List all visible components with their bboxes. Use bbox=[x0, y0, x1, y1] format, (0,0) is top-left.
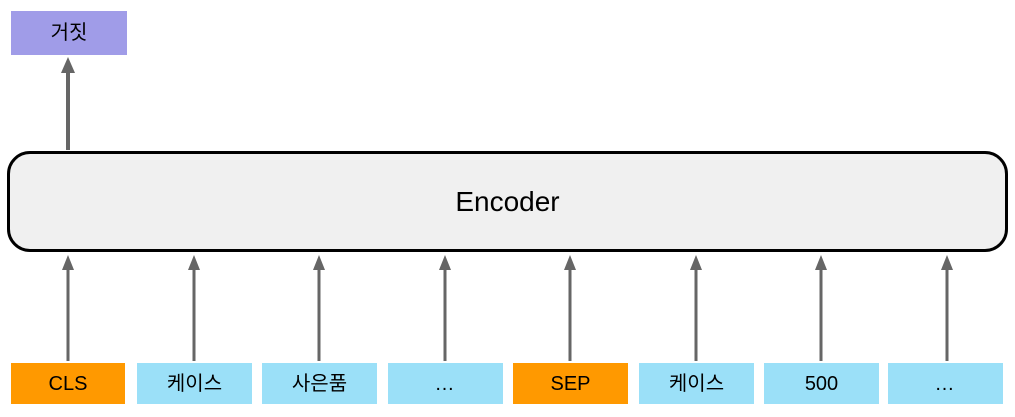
encoder-block[interactable]: Encoder bbox=[7, 151, 1008, 252]
token-box-7-token[interactable]: 500 bbox=[764, 363, 879, 404]
token-box-1-cls[interactable]: CLS bbox=[11, 363, 125, 404]
input-arrow-6 bbox=[688, 255, 704, 361]
token-box-4-token[interactable]: … bbox=[388, 363, 503, 404]
input-arrow-8 bbox=[939, 255, 955, 361]
token-box-5-sep[interactable]: SEP bbox=[513, 363, 628, 404]
input-arrow-3 bbox=[311, 255, 327, 361]
token-box-2-token[interactable]: 케이스 bbox=[137, 363, 252, 404]
input-arrow-4 bbox=[437, 255, 453, 361]
token-box-3-token[interactable]: 사은품 bbox=[262, 363, 377, 404]
token-label-text: SEP bbox=[550, 372, 591, 395]
output-arrow bbox=[60, 57, 76, 150]
token-box-8-token[interactable]: … bbox=[888, 363, 1003, 404]
encoder-label-text: Encoder bbox=[455, 185, 560, 217]
output-label-box[interactable]: 거짓 bbox=[11, 11, 127, 55]
token-label-text: 사은품 bbox=[291, 372, 348, 395]
token-label-text: 케이스 bbox=[166, 372, 223, 395]
output-label-text: 거짓 bbox=[50, 22, 88, 44]
token-label-text: CLS bbox=[48, 372, 88, 395]
input-arrow-5 bbox=[562, 255, 578, 361]
input-arrow-1 bbox=[60, 255, 76, 361]
token-label-text: 500 bbox=[804, 372, 839, 395]
input-arrow-7 bbox=[813, 255, 829, 361]
token-box-6-token[interactable]: 케이스 bbox=[639, 363, 754, 404]
token-label-text: … bbox=[934, 372, 957, 395]
input-arrow-2 bbox=[186, 255, 202, 361]
token-label-text: 케이스 bbox=[668, 372, 725, 395]
token-label-text: … bbox=[434, 372, 457, 395]
